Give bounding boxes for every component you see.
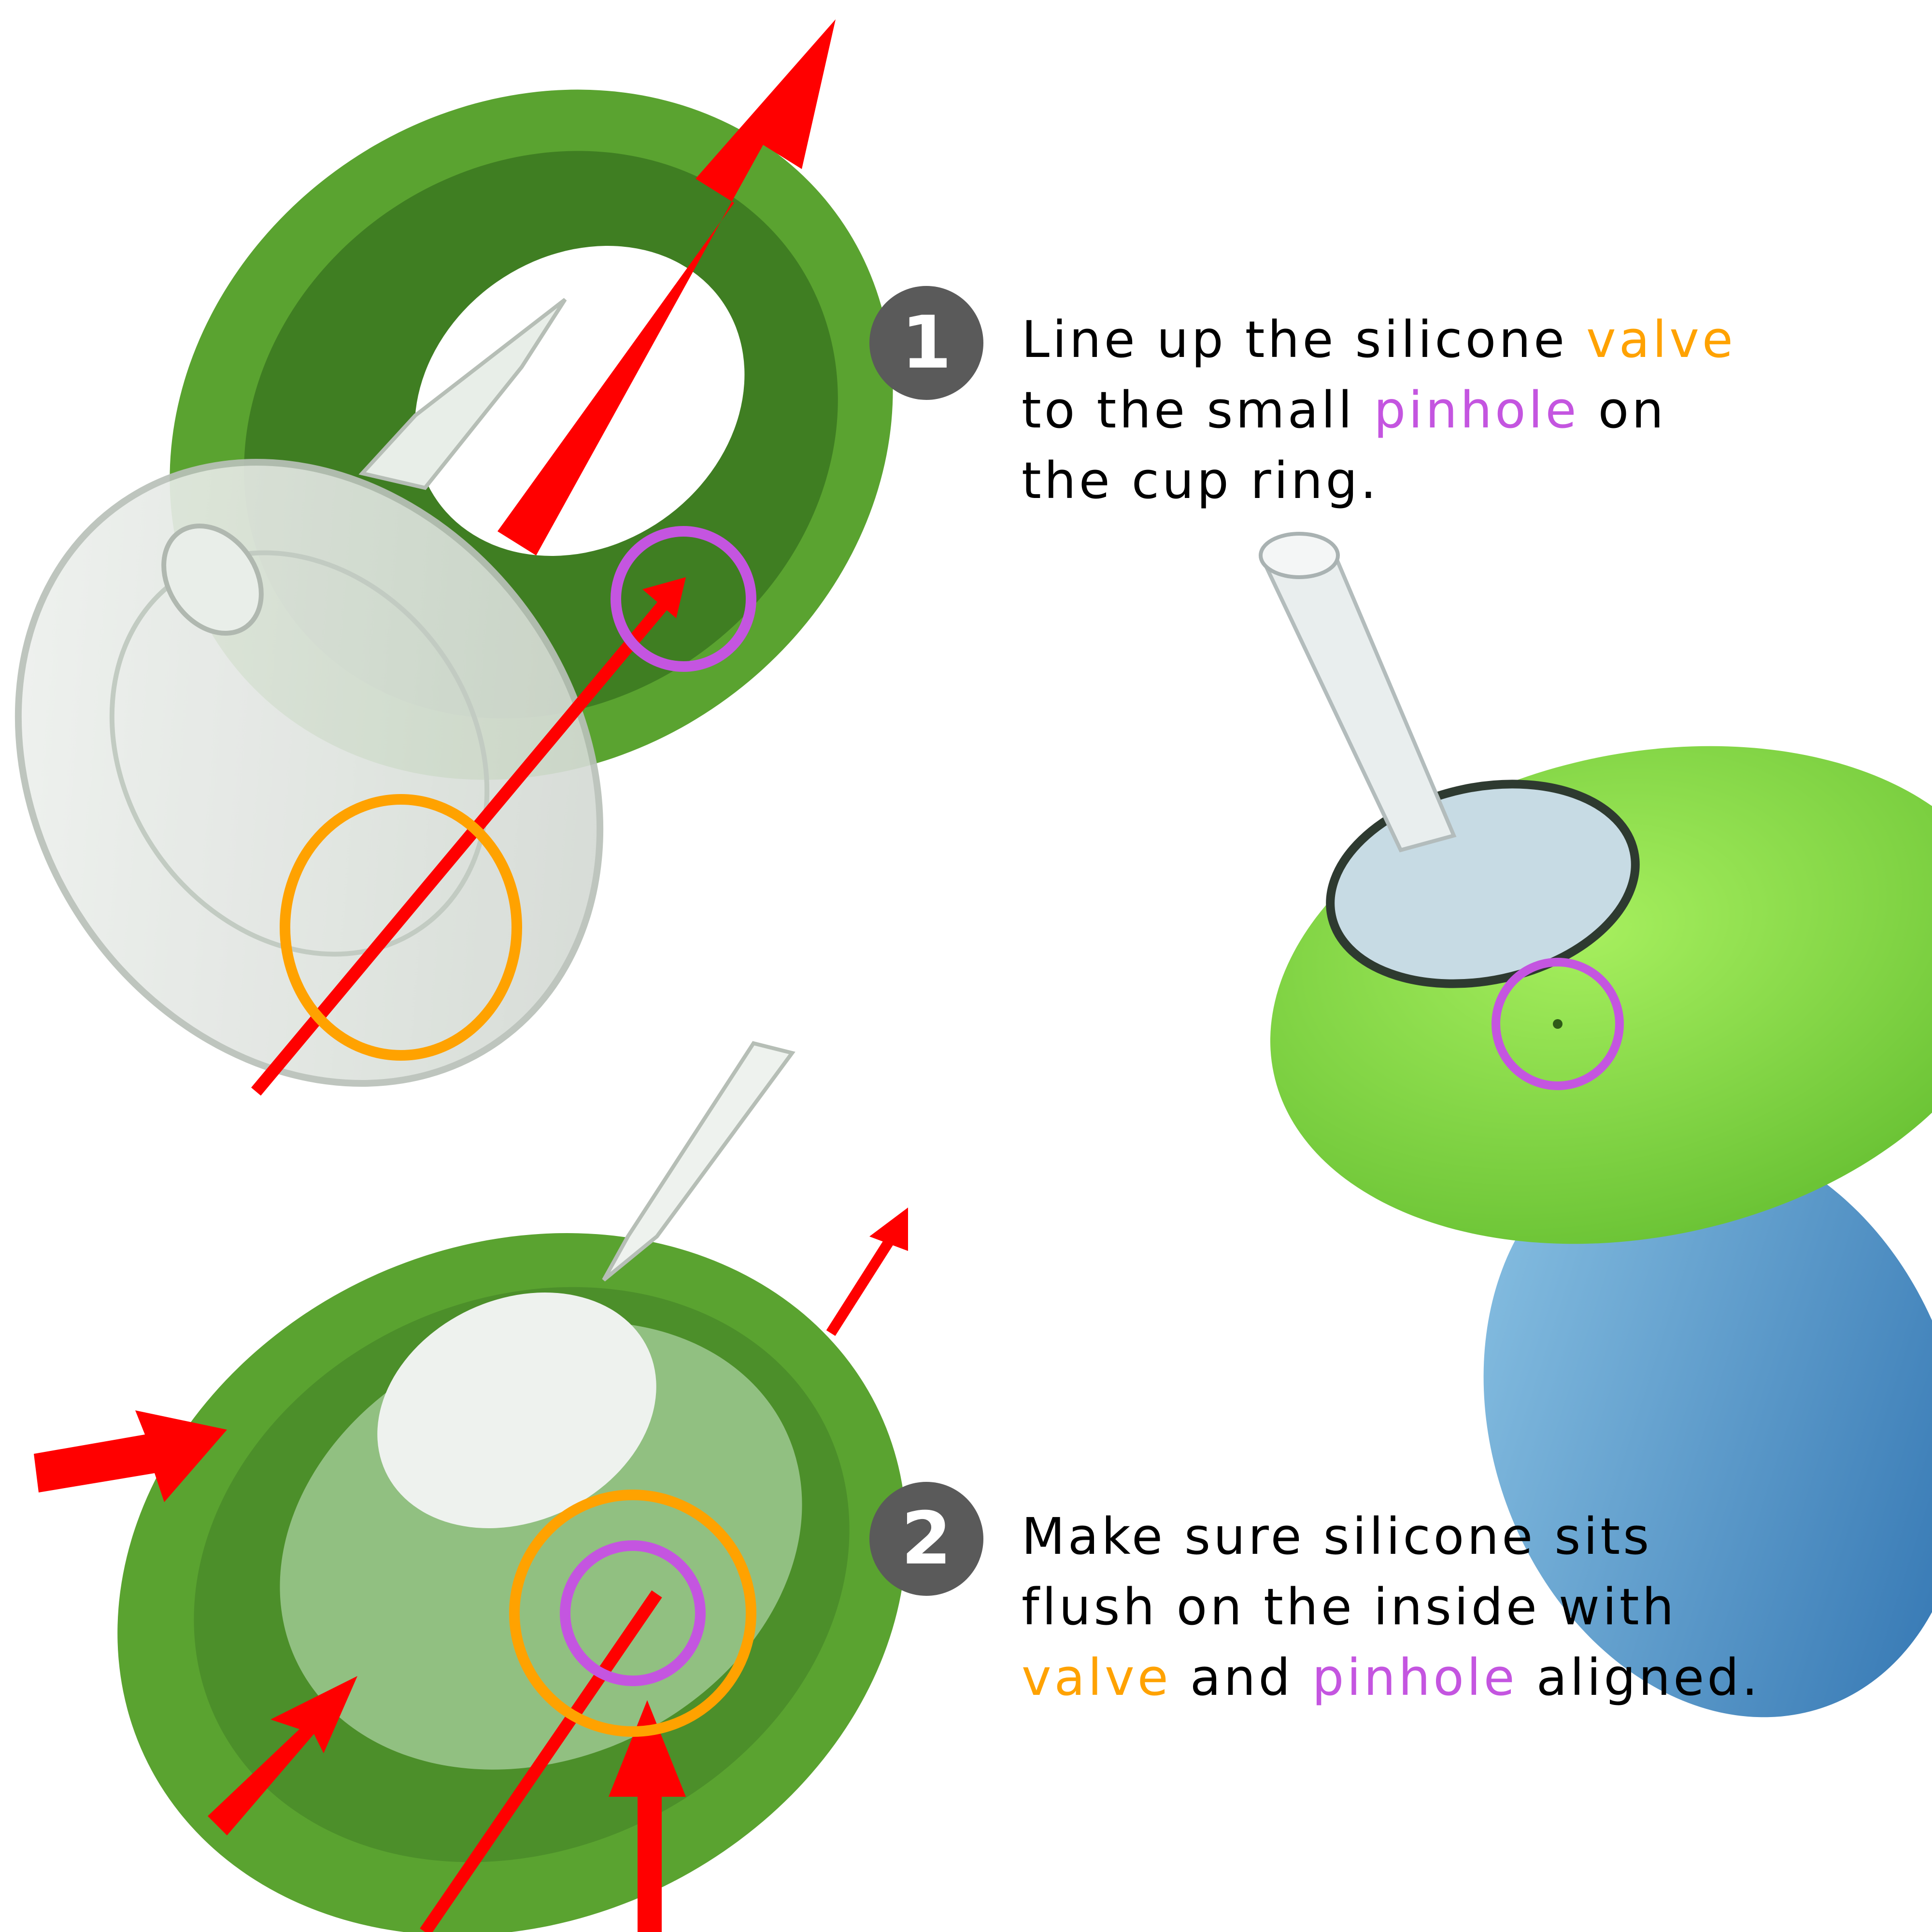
step-1-instruction: Line up the silicone valve to the small …: [1022, 304, 1736, 516]
step-2-badge: 2: [869, 1482, 983, 1596]
text-segment: aligned.: [1517, 1648, 1761, 1707]
valve-highlight-circle-top: [280, 794, 522, 1061]
pinhole-highlight-circle-top: [611, 526, 756, 672]
silicone-valve-disc: [14, 298, 604, 1087]
step-2-line-2: flush on the inside with: [1022, 1572, 1761, 1642]
text-segment: the cup ring.: [1022, 451, 1379, 510]
step-1-badge: 1: [869, 286, 983, 400]
valve-highlight-circle-bottom: [509, 1490, 756, 1737]
step-2-number: 2: [901, 1497, 952, 1581]
pinhole-highlight-circle-cup: [1492, 958, 1624, 1090]
step-1-line-2: to the small pinhole on: [1022, 375, 1736, 445]
step-2-line-1: Make sure silicone sits: [1022, 1501, 1761, 1572]
text-segment: on: [1579, 381, 1667, 440]
text-segment: Make sure silicone sits: [1022, 1507, 1652, 1566]
red-press-arrows: [34, 1208, 908, 1932]
text-segment: Line up the silicone: [1022, 310, 1587, 369]
text-segment: flush on the inside with: [1022, 1577, 1677, 1636]
step-1-line-1: Line up the silicone valve: [1022, 304, 1736, 375]
text-segment: to the small: [1022, 381, 1374, 440]
valve-keyword: valve: [1586, 310, 1736, 369]
step-2-line-3: valve and pinhole aligned.: [1022, 1642, 1761, 1713]
valve-keyword: valve: [1022, 1648, 1171, 1707]
step-1-number: 1: [901, 301, 952, 385]
assembled-cup: [1259, 532, 1932, 1718]
step-1-line-3: the cup ring.: [1022, 445, 1736, 516]
pinhole-keyword: pinhole: [1374, 381, 1579, 440]
pinhole-highlight-circle-bottom: [560, 1540, 706, 1686]
red-direction-arrow-top: [251, 19, 836, 1096]
step-2-instruction: Make sure silicone sits flush on the ins…: [1022, 1501, 1761, 1713]
text-segment: and: [1171, 1648, 1312, 1707]
pinhole-keyword: pinhole: [1312, 1648, 1518, 1707]
